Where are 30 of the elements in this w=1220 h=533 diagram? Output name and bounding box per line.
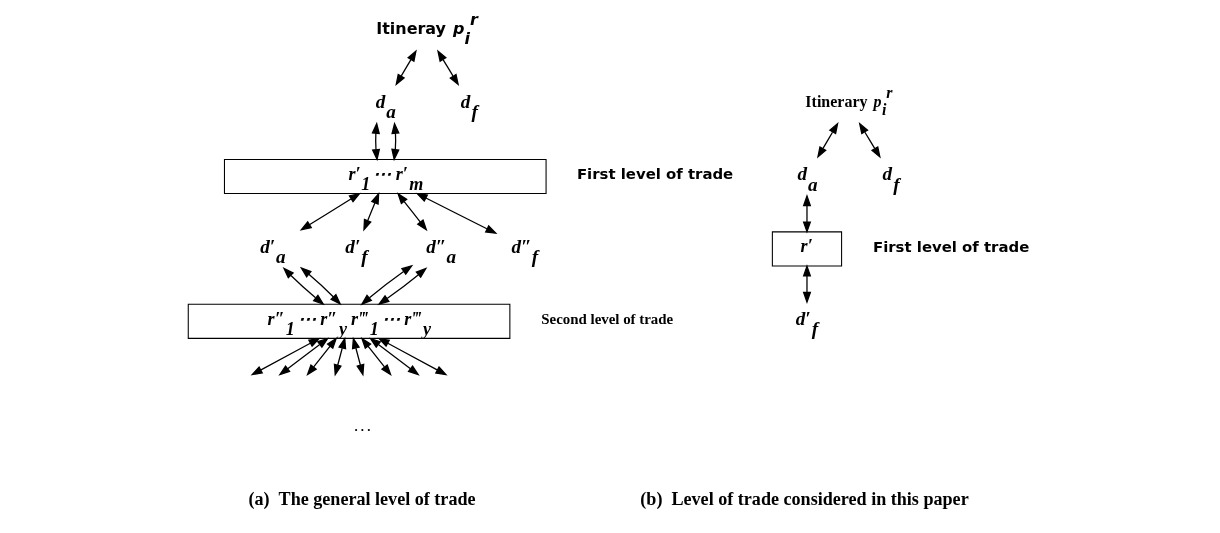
arrow [436,49,459,87]
arrow [362,192,379,232]
arrow [377,337,448,376]
arrow [305,337,337,377]
arrow [802,194,811,234]
arrow [376,267,427,306]
arrow [858,121,881,159]
node-label: Second level of trade [540,311,673,328]
label: (a) The general level of trade [247,488,476,509]
arrow [802,264,811,305]
arrow [333,336,346,377]
arrow [277,337,329,376]
node-label: First level of trade [576,165,733,184]
arrow [351,336,364,377]
node-box: r′ [771,231,842,267]
arrow [299,266,341,306]
arrow [359,264,413,306]
arrow [394,49,417,87]
node-label: First level of trade [872,237,1029,256]
label: (b) Level of trade considered in this paper [639,488,969,509]
arrow [299,192,361,231]
arrow [250,337,321,376]
arrow [415,192,497,235]
arrow [360,337,392,377]
arrow [368,337,420,376]
arrow [282,267,325,306]
arrow [390,121,400,162]
label: . . . [353,420,370,435]
arrow [816,121,839,159]
arrow [396,192,427,232]
